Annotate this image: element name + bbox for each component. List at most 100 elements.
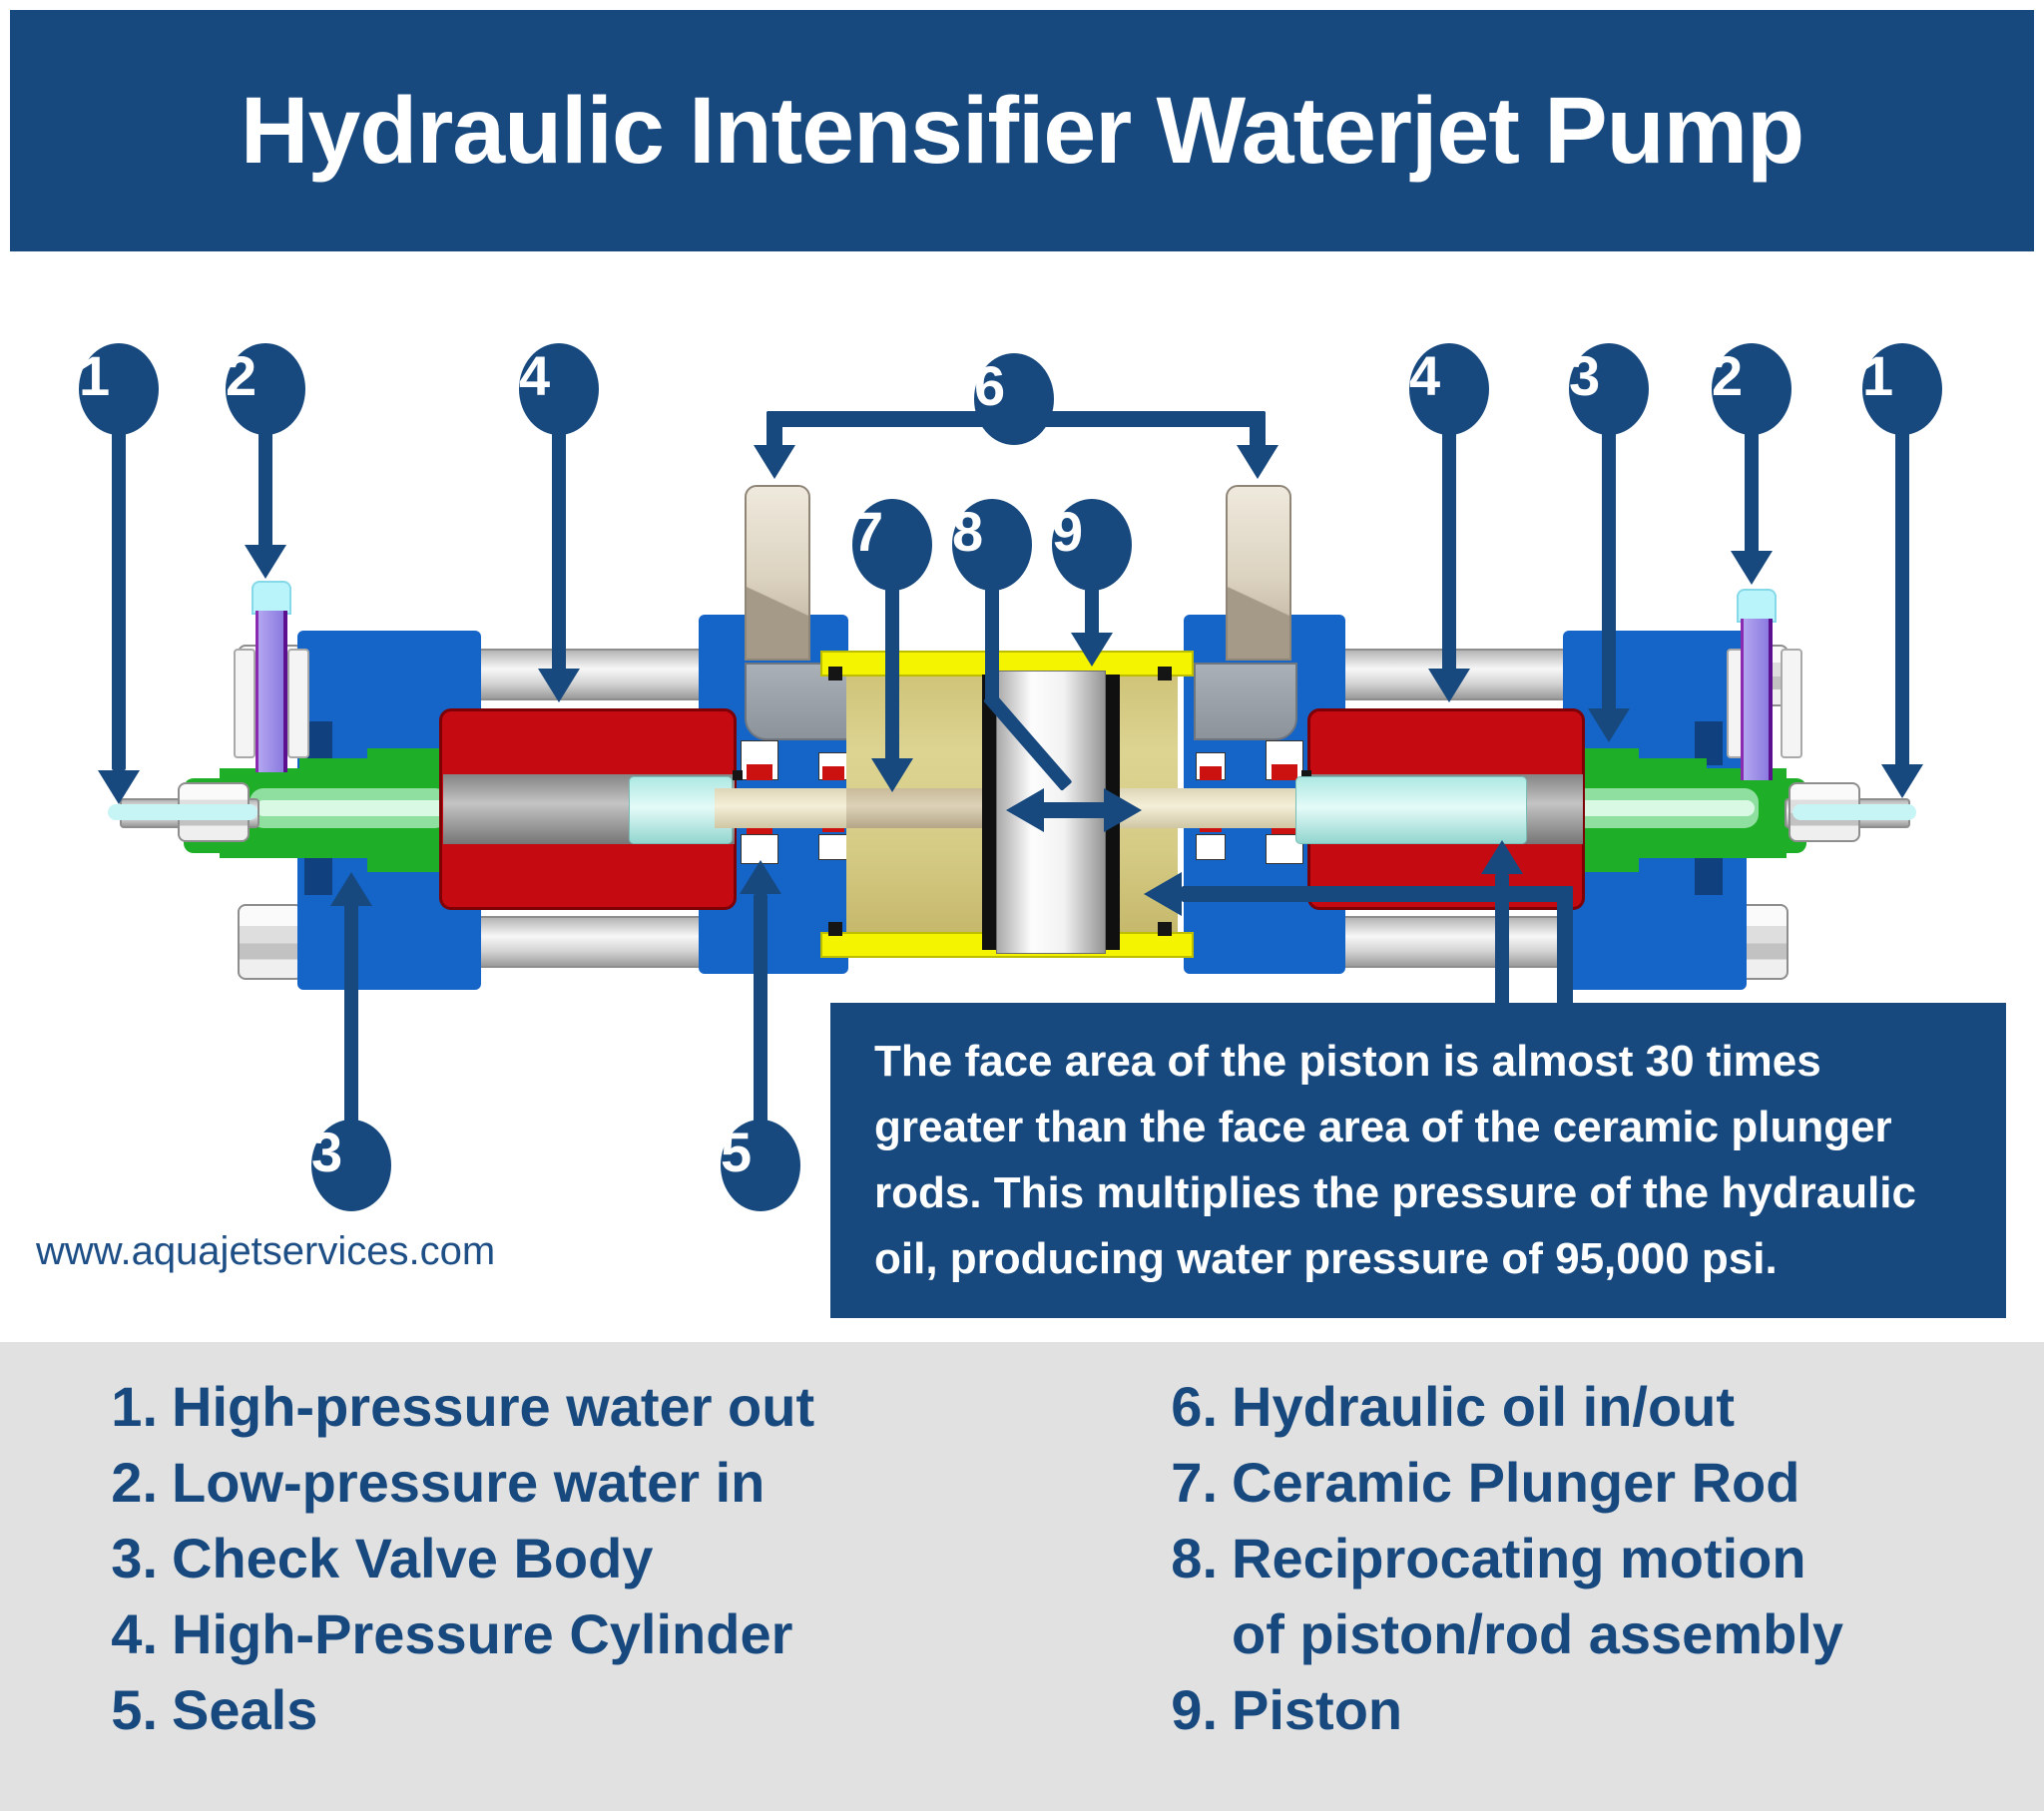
callout-1-right-stem bbox=[1895, 431, 1909, 766]
legend-item-9: 9.Piston bbox=[1171, 1678, 1403, 1741]
oil-elbow-right bbox=[1194, 663, 1297, 740]
pressure-note-box: The face area of the piston is almost 30… bbox=[830, 1003, 2006, 1318]
legend-item-8: 8.Reciprocating motion bbox=[1171, 1527, 1806, 1589]
legend-item-7: 7.Ceramic Plunger Rod bbox=[1171, 1451, 1800, 1514]
callout-4-left: 4 bbox=[519, 343, 599, 435]
seal-left-lower-b bbox=[818, 834, 848, 860]
callout-7-arrow bbox=[871, 758, 913, 792]
note-connector-plunger-stem bbox=[1495, 874, 1509, 1006]
callout-8-motion-arrow-right bbox=[1104, 788, 1142, 832]
callout-3-bottom: 3 bbox=[311, 1120, 391, 1211]
website-url: www.aquajetservices.com bbox=[36, 1229, 496, 1273]
tie-rod-left-top bbox=[469, 649, 709, 700]
callout-2-right-stem bbox=[1745, 431, 1759, 553]
callout-4-left-arrow bbox=[538, 669, 580, 702]
legend-band bbox=[0, 1342, 2044, 1811]
page-title: Hydraulic Intensifier Waterjet Pump bbox=[240, 77, 1804, 184]
note-connector-piston-bar bbox=[1182, 886, 1573, 902]
tie-rod-nut-left-bottom bbox=[238, 904, 303, 980]
callout-3-right-stem bbox=[1602, 431, 1616, 710]
callout-8: 8 bbox=[952, 499, 1032, 591]
callout-6: 6 bbox=[974, 353, 1054, 445]
callout-1-right-arrow bbox=[1881, 764, 1923, 798]
legend-item-3: 3.Check Valve Body bbox=[111, 1527, 654, 1589]
legend-column-left: 1.High-pressure water out 2.Low-pressure… bbox=[84, 1369, 1062, 1748]
callout-1-right: 1 bbox=[1862, 343, 1942, 435]
callout-3-bottom-arrow bbox=[330, 872, 372, 906]
legend-column-right: 6.Hydraulic oil in/out 7.Ceramic Plunger… bbox=[1144, 1369, 2022, 1748]
callout-6-arm-left bbox=[766, 411, 782, 447]
plate-bolt-bl bbox=[828, 922, 842, 936]
tie-rod-left-bottom bbox=[469, 916, 709, 968]
outlet-water-core-right bbox=[1792, 804, 1916, 820]
callout-8-motion-bar bbox=[1042, 802, 1106, 818]
callout-1-left-stem bbox=[112, 431, 126, 770]
callout-1-left: 1 bbox=[79, 343, 159, 435]
legend-item-4: 4.High-Pressure Cylinder bbox=[111, 1602, 793, 1665]
low-pressure-inlet-right bbox=[1741, 619, 1773, 780]
check-valve-channel-core-right bbox=[1563, 800, 1755, 816]
inlet-cap-right bbox=[1737, 589, 1777, 623]
oil-port-left bbox=[745, 485, 810, 661]
piston-rod-left bbox=[715, 788, 850, 828]
callout-9: 9 bbox=[1052, 499, 1132, 591]
callout-8-stem bbox=[985, 589, 999, 700]
callout-4-right: 4 bbox=[1409, 343, 1489, 435]
legend-item-5: 5.Seals bbox=[111, 1678, 318, 1741]
callout-2-left-stem bbox=[258, 431, 272, 547]
callout-1-left-arrow bbox=[98, 770, 140, 804]
callout-2-right-arrow bbox=[1731, 551, 1773, 585]
callout-3-bottom-stem bbox=[344, 904, 358, 1124]
inlet-gland-right-b bbox=[1781, 649, 1802, 758]
end-flange-right-notch-top bbox=[1695, 721, 1723, 765]
oil-port-right bbox=[1226, 485, 1291, 661]
inlet-gland-left-b bbox=[287, 649, 309, 758]
note-connector-piston-arrow bbox=[1144, 872, 1182, 916]
ceramic-plunger-right bbox=[1295, 776, 1527, 844]
callout-9-arrow bbox=[1071, 633, 1113, 667]
pressure-note-text: The face area of the piston is almost 30… bbox=[874, 1037, 1916, 1283]
seal-right-upper-b-red bbox=[1200, 766, 1222, 780]
callout-2-left-arrow bbox=[245, 545, 286, 579]
plate-bolt-br bbox=[1158, 922, 1172, 936]
legend-item-6: 6.Hydraulic oil in/out bbox=[1171, 1375, 1736, 1438]
callout-5-bottom-stem bbox=[754, 894, 767, 1124]
oring-right-upper bbox=[1301, 770, 1311, 780]
plate-bolt-tl bbox=[828, 667, 842, 680]
seal-left-lower-a bbox=[741, 834, 778, 864]
piston-seal-left bbox=[982, 675, 996, 950]
title-bar: Hydraulic Intensifier Waterjet Pump bbox=[10, 10, 2034, 251]
callout-3-right: 3 bbox=[1569, 343, 1649, 435]
piston-rod-center bbox=[846, 788, 998, 828]
low-pressure-inlet-left bbox=[256, 611, 287, 772]
callout-8-motion-arrow-left bbox=[1006, 788, 1044, 832]
end-flange-left-notch-bottom bbox=[304, 851, 332, 895]
callout-6-arrow-right bbox=[1237, 445, 1278, 479]
callout-5-bottom: 5 bbox=[721, 1120, 800, 1211]
outlet-water-core-left bbox=[108, 804, 257, 820]
seal-right-lower-b bbox=[1196, 834, 1226, 860]
callout-5-bottom-arrow bbox=[740, 860, 781, 894]
end-flange-right-notch-bottom bbox=[1695, 851, 1723, 895]
note-connector-plunger-arrow bbox=[1481, 840, 1523, 874]
tie-rod-right-bottom bbox=[1337, 916, 1577, 968]
callout-3-right-arrow bbox=[1588, 708, 1630, 742]
legend-item-2: 2.Low-pressure water in bbox=[111, 1451, 766, 1514]
callout-6-arrow-left bbox=[754, 445, 795, 479]
seal-left-upper-b-red bbox=[822, 766, 844, 780]
callout-4-right-stem bbox=[1442, 431, 1456, 671]
legend-item-8-wrap: of piston/rod assembly bbox=[1232, 1602, 1843, 1665]
seal-right-upper-a-red bbox=[1272, 764, 1297, 780]
seal-left-upper-a-red bbox=[747, 764, 772, 780]
legend-item-1: 1.High-pressure water out bbox=[111, 1375, 815, 1438]
oring-left-upper bbox=[733, 770, 743, 780]
check-valve-channel-core-left bbox=[256, 800, 447, 816]
callout-4-left-stem bbox=[552, 431, 566, 671]
callout-7-stem bbox=[885, 589, 899, 760]
callout-9-stem bbox=[1085, 589, 1099, 635]
callout-7: 7 bbox=[852, 499, 932, 591]
callout-6-arm-right bbox=[1250, 411, 1266, 447]
callout-2-left: 2 bbox=[226, 343, 305, 435]
callout-2-right: 2 bbox=[1712, 343, 1791, 435]
